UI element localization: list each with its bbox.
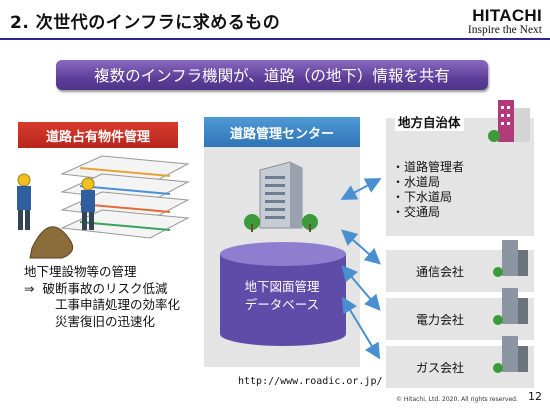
slide-title: 2. 次世代のインフラに求めるもの bbox=[10, 13, 281, 33]
benefit-row-2: 工事申請処理の効率化 bbox=[24, 297, 180, 314]
management-title: 地下埋設物等の管理 bbox=[24, 264, 137, 279]
local-gov-title: 地方自治体 bbox=[395, 112, 464, 131]
gov-list-item: ・道路管理者 bbox=[392, 160, 465, 174]
gov-building-icon bbox=[488, 100, 530, 142]
hitachi-logo: HITACHI Inspire the Next bbox=[454, 6, 542, 36]
header-rule bbox=[0, 38, 550, 40]
gov-list-item: ・交通局 bbox=[392, 205, 441, 219]
gov-list-item: ・下水道局 bbox=[392, 190, 453, 204]
company-label: 通信会社 bbox=[416, 264, 465, 279]
source-url[interactable]: http://www.roadic.or.jp/ bbox=[238, 376, 383, 387]
benefit-item: 破断事故のリスク低減 bbox=[42, 280, 168, 296]
brand-tagline: Inspire the Next bbox=[467, 24, 542, 36]
database-label: 地下図面管理 データベース bbox=[212, 278, 352, 314]
company-building-icon bbox=[493, 288, 528, 325]
gov-list-item: ・水道局 bbox=[392, 175, 441, 189]
main-banner: 複数のインフラ機関が、道路（の地下）情報を共有 bbox=[56, 60, 488, 90]
copyright: © Hitachi, Ltd. 2020. All rights reserve… bbox=[396, 396, 518, 403]
company-label: ガス会社 bbox=[416, 360, 465, 375]
benefit-item: 工事申請処理の効率化 bbox=[55, 297, 181, 312]
database-label-line2: データベース bbox=[244, 297, 320, 312]
road-layers-illustration bbox=[17, 155, 190, 259]
page-number: 12 bbox=[528, 390, 542, 403]
database-label-line1: 地下図面管理 bbox=[244, 279, 320, 294]
database-cylinder-icon bbox=[220, 242, 346, 346]
worker-figure-right bbox=[81, 177, 95, 230]
gov-list: ・道路管理者 ・水道局 ・下水道局 ・交通局 bbox=[392, 160, 464, 220]
arrow-to-power bbox=[341, 264, 381, 312]
building-icon bbox=[244, 161, 318, 232]
brand-name: HITACHI bbox=[472, 6, 542, 25]
company-building-icon bbox=[493, 240, 528, 277]
road-occupancy-label: 道路占有物件管理 bbox=[18, 122, 178, 148]
arrow-to-gas bbox=[341, 296, 381, 360]
arrow-to-gov bbox=[340, 178, 382, 200]
benefit-item: 災害復旧の迅速化 bbox=[55, 313, 156, 329]
company-building-icon bbox=[493, 336, 528, 373]
benefit-row-3: 災害復旧の迅速化 bbox=[24, 314, 180, 331]
implies-arrow: ⇒ bbox=[24, 280, 35, 296]
management-text: 地下埋設物等の管理 ⇒ 破断事故のリスク低減 工事申請処理の効率化 災害復旧の迅… bbox=[24, 264, 180, 330]
worker-figure-left bbox=[17, 173, 31, 230]
benefit-row-1: ⇒ 破断事故のリスク低減 bbox=[24, 281, 180, 298]
center-title: 道路管理センター bbox=[204, 117, 360, 147]
company-label: 電力会社 bbox=[416, 312, 465, 327]
arrow-to-telecom bbox=[341, 229, 381, 265]
company-building-icons bbox=[493, 240, 528, 373]
